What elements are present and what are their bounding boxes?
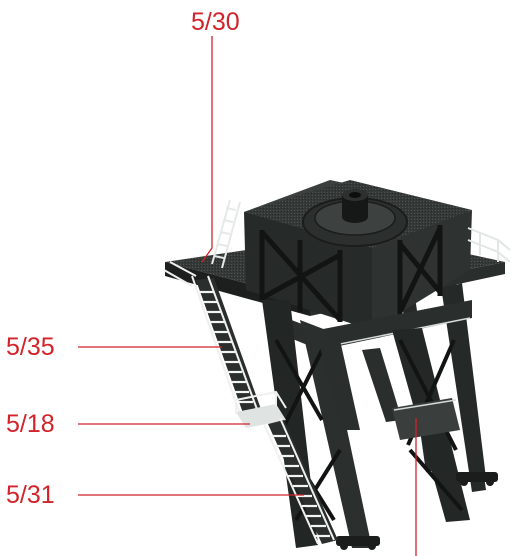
stair-landing (235, 390, 287, 428)
callout-label-upper-left: 5/35 (6, 333, 55, 361)
callout-label-top: 5/30 (191, 8, 240, 36)
callout-label-middle-left: 5/18 (6, 410, 55, 438)
crane-leg-front-right (318, 328, 470, 522)
crane-bogies (336, 472, 498, 550)
callout-leaders (78, 36, 417, 556)
stair-treads-upper (199, 290, 253, 404)
stair-treads-lower (271, 434, 330, 538)
crane-turntable (302, 189, 408, 247)
gantry-crane-model (163, 180, 511, 550)
crane-railing-right (467, 227, 511, 263)
callout-label-lower-left: 5/31 (6, 481, 55, 509)
crane-staircase (163, 199, 338, 545)
leader-top (201, 36, 213, 263)
